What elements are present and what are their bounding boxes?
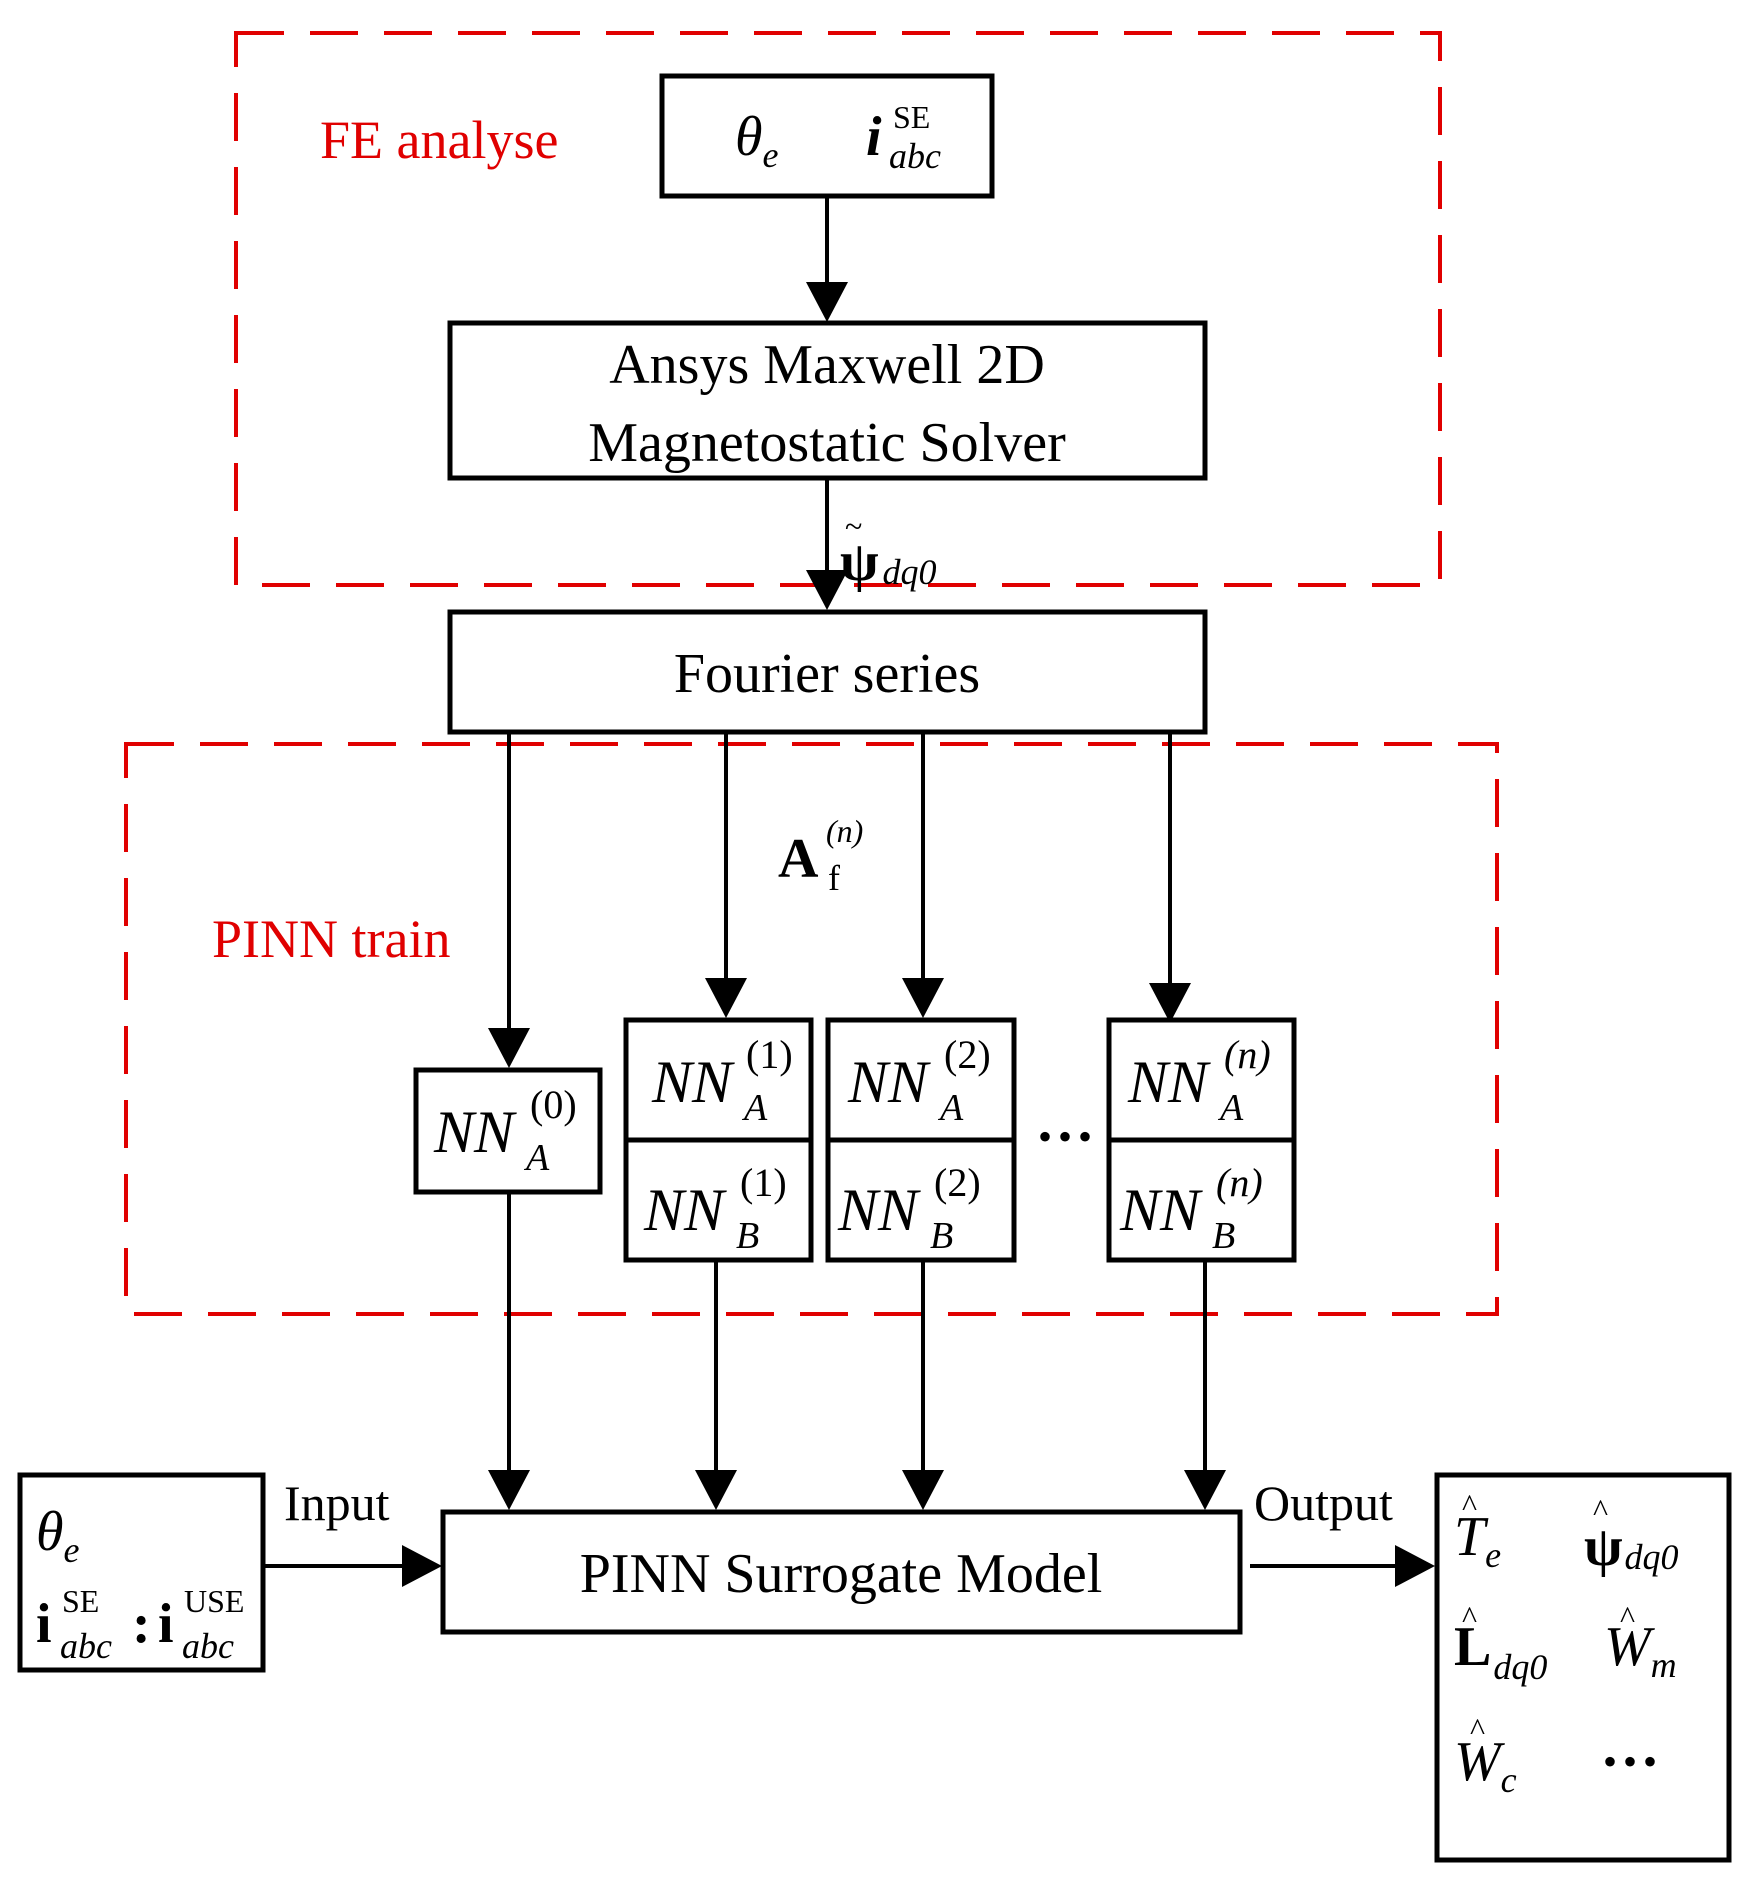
nn-b1-box <box>623 1137 814 1263</box>
top-input-box <box>659 73 995 199</box>
arrow-nn0-to-surrogate-head <box>488 1470 530 1510</box>
input-i2-sub: abc <box>182 1626 234 1666</box>
pinn-train-label: PINN train <box>212 909 450 969</box>
pinn-train-region <box>124 742 1499 1316</box>
nn-b1-sub: B <box>736 1215 759 1257</box>
output-induct: Ldq0 <box>1454 1616 1547 1687</box>
nn-a0-sup: (0) <box>530 1082 577 1127</box>
input-i2-sup: USE <box>184 1583 244 1619</box>
top-input-theta: θe <box>735 106 779 175</box>
top-input-current-sub: abc <box>889 136 941 176</box>
nn-b2-sub: B <box>930 1215 953 1257</box>
nn-a1-base: NN <box>651 1049 735 1115</box>
nn-b2-box <box>825 1137 1017 1263</box>
nn-a1-sub: A <box>741 1087 768 1129</box>
nn-a1-box <box>623 1017 814 1143</box>
arrow-col1-to-surrogate-head <box>695 1470 737 1510</box>
output-label: Output <box>1254 1475 1393 1531</box>
nn-a2-box <box>825 1017 1017 1143</box>
input-box <box>17 1472 266 1673</box>
nn-bn-sub: B <box>1212 1215 1235 1257</box>
nn-a2-sup: (2) <box>944 1032 991 1077</box>
nn-a1-sup: (1) <box>746 1032 793 1077</box>
nn-a0-base: NN <box>433 1099 517 1165</box>
fourier-series-label: Fourier series <box>674 643 980 705</box>
arrow-input-to-solver-head <box>806 282 848 322</box>
arrow-coln-to-surrogate-head <box>1184 1470 1226 1510</box>
output-flux: ψdq0 <box>1584 1516 1679 1578</box>
nn-a2-base: NN <box>847 1049 931 1115</box>
nn-an-base: NN <box>1127 1049 1211 1115</box>
nn-b1-base: NN <box>643 1177 727 1243</box>
arrow-fourier-to-col1-head <box>705 978 747 1018</box>
output-ellipsis: ••• <box>1603 1739 1663 1784</box>
coeff-sup: (n) <box>826 813 863 849</box>
output-induct-hat: ^ <box>1462 1599 1477 1635</box>
arrow-col2-to-surrogate-head <box>902 1470 944 1510</box>
fe-analyse-label: FE analyse <box>320 110 558 170</box>
arrow-solver-to-fourier-head <box>806 570 848 610</box>
coeff-symbol: A <box>778 828 819 890</box>
input-i2: i <box>158 1593 174 1655</box>
output-flux-hat: ^ <box>1593 1492 1608 1528</box>
input-i1-sup: SE <box>62 1583 99 1619</box>
solver-box <box>447 320 1208 481</box>
flux-tilde: ~ <box>845 508 862 544</box>
solver-line1: Ansys Maxwell 2D <box>609 334 1045 396</box>
nn-b1-sup: (1) <box>740 1160 787 1205</box>
nn-an-sup: (n) <box>1224 1032 1271 1077</box>
nn-b2-base: NN <box>837 1177 921 1243</box>
nn-a2-sub: A <box>937 1087 964 1129</box>
output-torque-hat: ^ <box>1462 1487 1477 1523</box>
arrow-fourier-to-nn0-head <box>488 1028 530 1068</box>
fe-analyse-region <box>234 31 1442 587</box>
input-theta: θe <box>36 1501 80 1570</box>
networks-ellipsis: ••• <box>1038 1114 1098 1159</box>
output-wm-hat: ^ <box>1620 1599 1635 1635</box>
output-wm: Wm <box>1604 1616 1677 1685</box>
nn-an-box <box>1106 1017 1297 1143</box>
arrow-fourier-to-col2-head <box>902 978 944 1018</box>
input-i1: i <box>36 1593 52 1655</box>
nn-bn-box <box>1106 1137 1297 1263</box>
input-label: Input <box>284 1475 390 1531</box>
surrogate-model-box <box>440 1509 1243 1635</box>
arrow-fourier-to-coln-head <box>1149 983 1191 1023</box>
coeff-sub: f <box>828 858 840 898</box>
top-input-current-sup: SE <box>893 99 930 135</box>
nn-b2-sup: (2) <box>934 1160 981 1205</box>
nn-bn-sup: (n) <box>1216 1160 1263 1205</box>
nn-an-sub: A <box>1217 1087 1244 1129</box>
nn-a0-sub: A <box>523 1137 550 1179</box>
nn-bn-base: NN <box>1119 1177 1203 1243</box>
input-sep: : <box>132 1593 151 1655</box>
nn-a0-box <box>413 1067 603 1195</box>
solver-line2: Magnetostatic Solver <box>588 412 1066 474</box>
input-i1-sub: abc <box>60 1626 112 1666</box>
fourier-series-box <box>447 609 1208 735</box>
output-wc: Wc <box>1454 1731 1517 1800</box>
output-box <box>1434 1472 1732 1863</box>
output-torque: Te <box>1454 1506 1501 1575</box>
top-input-current: i <box>866 106 882 168</box>
surrogate-model-label: PINN Surrogate Model <box>580 1543 1103 1605</box>
output-wc-hat: ^ <box>1470 1711 1485 1747</box>
arrow-input-to-surrogate-head <box>402 1545 442 1587</box>
arrow-surrogate-to-output-head <box>1395 1545 1435 1587</box>
